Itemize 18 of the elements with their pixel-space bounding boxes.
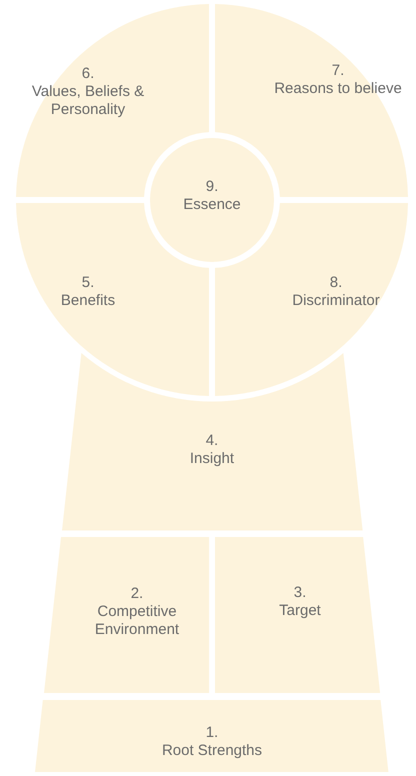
segment-label: Benefits — [60, 292, 116, 310]
segment-label: Values, Beliefs & Personality — [30, 83, 146, 119]
number-label: 7. — [330, 62, 346, 80]
number-label: 3. — [292, 584, 308, 602]
segment-label: Reasons to believe — [273, 80, 403, 98]
number-label: 2. — [130, 585, 144, 603]
number-label: 4. — [204, 432, 220, 450]
segment-label: Root Strengths — [160, 742, 264, 760]
number-label: 6. — [80, 65, 96, 83]
segment-label: Discriminator — [291, 292, 381, 310]
number-label: 9. — [204, 178, 220, 196]
number-label: 8. — [328, 274, 344, 292]
segment-label: Insight — [188, 450, 236, 468]
number-label: 1. — [204, 724, 220, 742]
segment-label: Essence — [182, 196, 242, 214]
number-label: 5. — [80, 274, 96, 292]
segment-label: Target — [278, 602, 322, 620]
segment-label: Competitive Environment — [94, 603, 180, 639]
